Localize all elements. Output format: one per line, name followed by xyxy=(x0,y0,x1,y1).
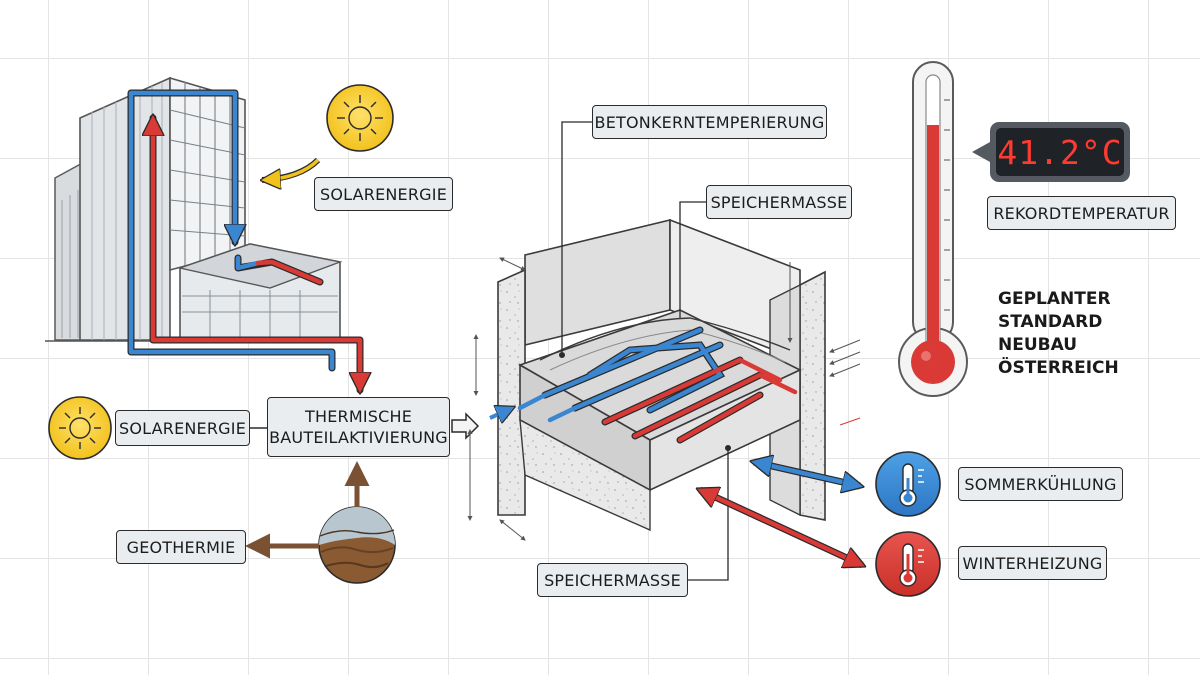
label-text-line1: THERMISCHE xyxy=(304,407,413,426)
sun-icon xyxy=(48,396,112,460)
earth-globe-icon xyxy=(318,506,396,584)
standard-line3: NEUBAU xyxy=(998,335,1078,355)
label-text: SOLARENERGIE xyxy=(319,184,448,204)
heating-arrow xyxy=(700,490,862,565)
label-text: SOMMERKÜHLUNG xyxy=(964,474,1117,494)
standard-text-block: GEPLANTER STANDARD NEUBAU ÖSTERREICH xyxy=(998,288,1119,380)
temperature-display-value: 41.2°C xyxy=(996,128,1124,176)
label-text: BETONKERNTEMPERIERUNG xyxy=(594,112,825,132)
label-winterheizung: WINTERHEIZUNG xyxy=(958,546,1107,580)
label-rekordtemperatur: REKORDTEMPERATUR xyxy=(987,196,1176,230)
arrow-to-slab xyxy=(451,412,480,440)
label-geothermie: GEOTHERMIE xyxy=(116,530,246,564)
label-text: SOLARENERGIE xyxy=(118,418,247,438)
cooling-arrow xyxy=(754,462,860,486)
label-text: GEOTHERMIE xyxy=(126,537,236,557)
heating-thermometer-icon xyxy=(875,531,941,597)
concrete-slab-cutaway xyxy=(497,218,826,532)
slab-pipe-grid xyxy=(517,326,798,444)
label-thermische-bauteilaktivierung: THERMISCHE BAUTEILAKTIVIERUNG xyxy=(267,397,450,457)
building-pipe-loop xyxy=(127,89,360,390)
label-speichermasse-top: SPEICHERMASSE xyxy=(706,185,852,219)
thermometer-icon xyxy=(898,61,968,397)
dimension-lines xyxy=(467,257,861,541)
label-text: SPEICHERMASSE xyxy=(710,192,848,212)
label-solarenergie-top: SOLARENERGIE xyxy=(314,177,453,211)
sun-icon xyxy=(326,84,394,152)
label-text: SPEICHERMASSE xyxy=(544,570,681,590)
label-text-line2: BAUTEILAKTIVIERUNG xyxy=(269,428,448,447)
label-sommerkuehlung: SOMMERKÜHLUNG xyxy=(958,467,1123,501)
display-pointer xyxy=(972,142,990,162)
cooling-thermometer-icon xyxy=(875,451,941,517)
standard-line4: ÖSTERREICH xyxy=(998,358,1119,378)
temperature-display: 41.2°C xyxy=(990,122,1130,182)
standard-line1: GEPLANTER xyxy=(998,289,1111,309)
label-speichermasse-bottom: SPEICHERMASSE xyxy=(537,563,688,597)
standard-line2: STANDARD xyxy=(998,312,1103,332)
label-solarenergie-left: SOLARENERGIE xyxy=(115,410,250,446)
label-text: REKORDTEMPERATUR xyxy=(993,203,1170,223)
office-building-illustration xyxy=(45,76,345,342)
label-betonkerntemperierung: BETONKERNTEMPERIERUNG xyxy=(592,105,827,139)
label-text: WINTERHEIZUNG xyxy=(962,553,1103,573)
